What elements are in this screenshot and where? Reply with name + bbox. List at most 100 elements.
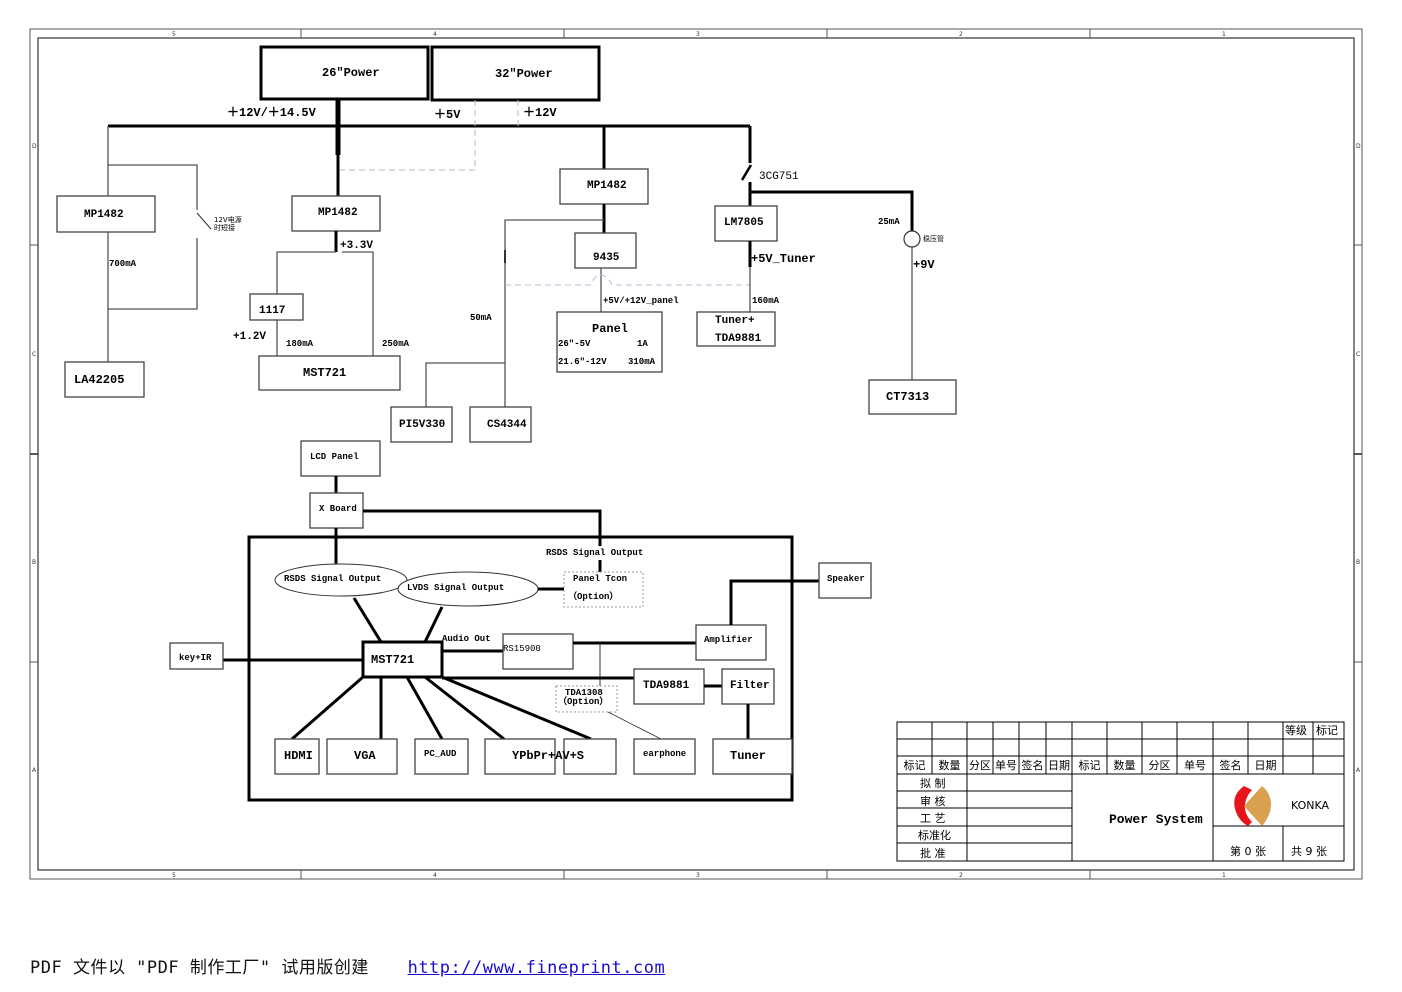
x-board-block <box>309 492 364 529</box>
rsds-ellipse-label: RSDS Signal Output <box>284 574 381 584</box>
schematic-sheet: 5 4 3 2 1 5 4 3 2 1 D C B A D C B A 26"P… <box>29 28 1363 880</box>
zone-col-bottom-4: 4 <box>433 872 437 879</box>
x-board-label: X Board <box>319 504 357 514</box>
sheet-number: 第 0 张 <box>1230 844 1266 858</box>
mst721-chip <box>361 640 444 679</box>
title-block-header-3: 单号 <box>995 759 1017 772</box>
tuner-tda9881-block <box>696 311 776 347</box>
panel-block <box>556 311 663 373</box>
panel-spec-26in: 26"-5V <box>558 339 591 349</box>
voltage-3v3: +3.3V <box>340 240 373 252</box>
title-block-header-6: 标记 <box>1079 758 1101 772</box>
earphone-label: earphone <box>643 749 686 759</box>
panel-tcon-label-2: （Option） <box>568 591 618 602</box>
current-250ma: 250mA <box>382 339 410 349</box>
zone-row-right-b: B <box>1356 559 1360 566</box>
drawing-title: Power System <box>1109 812 1203 827</box>
tuner-tda9881-line1: Tuner+ <box>715 315 755 327</box>
zone-col-top-3: 3 <box>696 31 700 38</box>
lvds-ellipse-label: LVDS Signal Output <box>407 583 504 593</box>
title-block-header-7: 数量 <box>1114 759 1136 772</box>
tda9881-label: TDA9881 <box>643 680 690 692</box>
role-process: 工 艺 <box>920 812 946 825</box>
av-s-block <box>563 738 617 775</box>
sheet-total: 共 9 张 <box>1291 845 1327 858</box>
fineprint-link[interactable]: http://www.fineprint.com <box>407 958 666 978</box>
power-26in-label: 26"Power <box>322 66 380 80</box>
amplifier-label: Amplifier <box>704 635 753 645</box>
power-tree: 26"Power 32"Power ＋12V/＋14.5V ＋5V ＋12V M… <box>56 45 957 443</box>
voltage-5v-tuner: +5V_Tuner <box>751 252 816 266</box>
voltage-9v: +9V <box>913 258 935 272</box>
voltage-panel: +5V/+12V_panel <box>603 296 679 306</box>
title-block-header-8: 分区 <box>1149 759 1171 772</box>
rail-12v-label: ＋12V <box>523 106 557 120</box>
ypbpr-block <box>484 738 556 775</box>
key-ir-block <box>169 642 224 670</box>
earphone-block <box>633 738 696 775</box>
zone-row-right-c: C <box>1356 351 1360 358</box>
mp1482-mid-block <box>291 195 381 232</box>
title-block-header-9: 单号 <box>1184 759 1206 772</box>
current-50ma: 50mA <box>470 313 492 323</box>
audio-out-label: Audio Out <box>442 634 491 644</box>
main-board-outline <box>247 535 794 802</box>
role-review: 审 核 <box>920 794 946 808</box>
zone-row-left-a: A <box>32 767 37 774</box>
cs4344-label: CS4344 <box>487 419 527 431</box>
panel-label: Panel <box>592 322 628 336</box>
power-32in-label: 32"Power <box>495 67 553 81</box>
zener-diode-icon <box>903 230 921 248</box>
ypbpr-av-s-label: YPbPr+AV+S <box>512 749 584 763</box>
zone-col-bottom-3: 3 <box>696 872 700 879</box>
rs15900-block <box>502 633 574 670</box>
speaker-label: Speaker <box>827 574 865 584</box>
zone-row-left-b: B <box>32 559 36 566</box>
lm7805-label: LM7805 <box>724 217 764 229</box>
panel-tcon-label-1: Panel Tcon <box>573 574 627 584</box>
panel-tcon-block <box>563 571 644 608</box>
hdmi-block <box>274 738 320 775</box>
mp1482-left-label: MP1482 <box>84 209 124 221</box>
ic-9435-label: 9435 <box>593 252 620 264</box>
zone-col-top-5: 5 <box>172 31 176 38</box>
zone-col-top-1: 1 <box>1222 31 1226 38</box>
rsds-output-label: RSDS Signal Output <box>546 548 643 558</box>
zone-col-top-2: 2 <box>959 31 963 38</box>
switch-3cg751-label: 3CG751 <box>759 171 799 183</box>
drawing-frame: 5 4 3 2 1 5 4 3 2 1 D C B A D C B A <box>29 28 1363 880</box>
tuner-tda9881-line2: TDA9881 <box>715 333 762 345</box>
zener-label: 稳压管 <box>923 234 944 243</box>
zone-row-right-a: A <box>1356 767 1361 774</box>
tuner-label: Tuner <box>730 749 766 763</box>
vga-block <box>326 738 398 775</box>
title-block-header-5: 日期 <box>1048 759 1070 772</box>
tda1308-block <box>555 685 618 713</box>
pc-aud-label: PC_AUD <box>424 749 457 759</box>
konka-logo-icon <box>1234 786 1271 826</box>
la42205-block <box>64 361 145 398</box>
zone-col-bottom-1: 1 <box>1222 872 1226 879</box>
rail-main-label: ＋12V/＋14.5V <box>227 106 317 120</box>
mp1482-left-block <box>56 195 156 233</box>
pdf-watermark-footer: PDF 文件以 "PDF 制作工厂" 试用版创建 http://www.fine… <box>30 953 665 978</box>
zone-col-top-4: 4 <box>433 31 437 38</box>
filter-label: Filter <box>730 680 770 692</box>
tuner-block <box>712 738 793 775</box>
panel-spec-21in: 21.6"-12V <box>558 357 607 367</box>
lm7805-block <box>714 205 778 242</box>
tda9881-block <box>633 668 705 705</box>
ct7313-label: CT7313 <box>886 390 929 404</box>
role-approve: 批 准 <box>920 846 946 860</box>
current-160ma: 160mA <box>752 296 780 306</box>
mp1482-mid-label: MP1482 <box>318 207 358 219</box>
current-700ma: 700mA <box>109 259 137 269</box>
tda1308-label-1: TDA1308 <box>565 688 603 698</box>
zone-col-bottom-2: 2 <box>959 872 963 879</box>
title-block-mark: 标记 <box>1316 723 1338 737</box>
zone-row-right-d: D <box>1356 143 1361 150</box>
rail-5v-label: ＋5V <box>434 108 461 122</box>
rsds-ellipse <box>274 563 408 597</box>
ct7313-block <box>868 379 957 415</box>
zone-row-left-c: C <box>32 351 36 358</box>
